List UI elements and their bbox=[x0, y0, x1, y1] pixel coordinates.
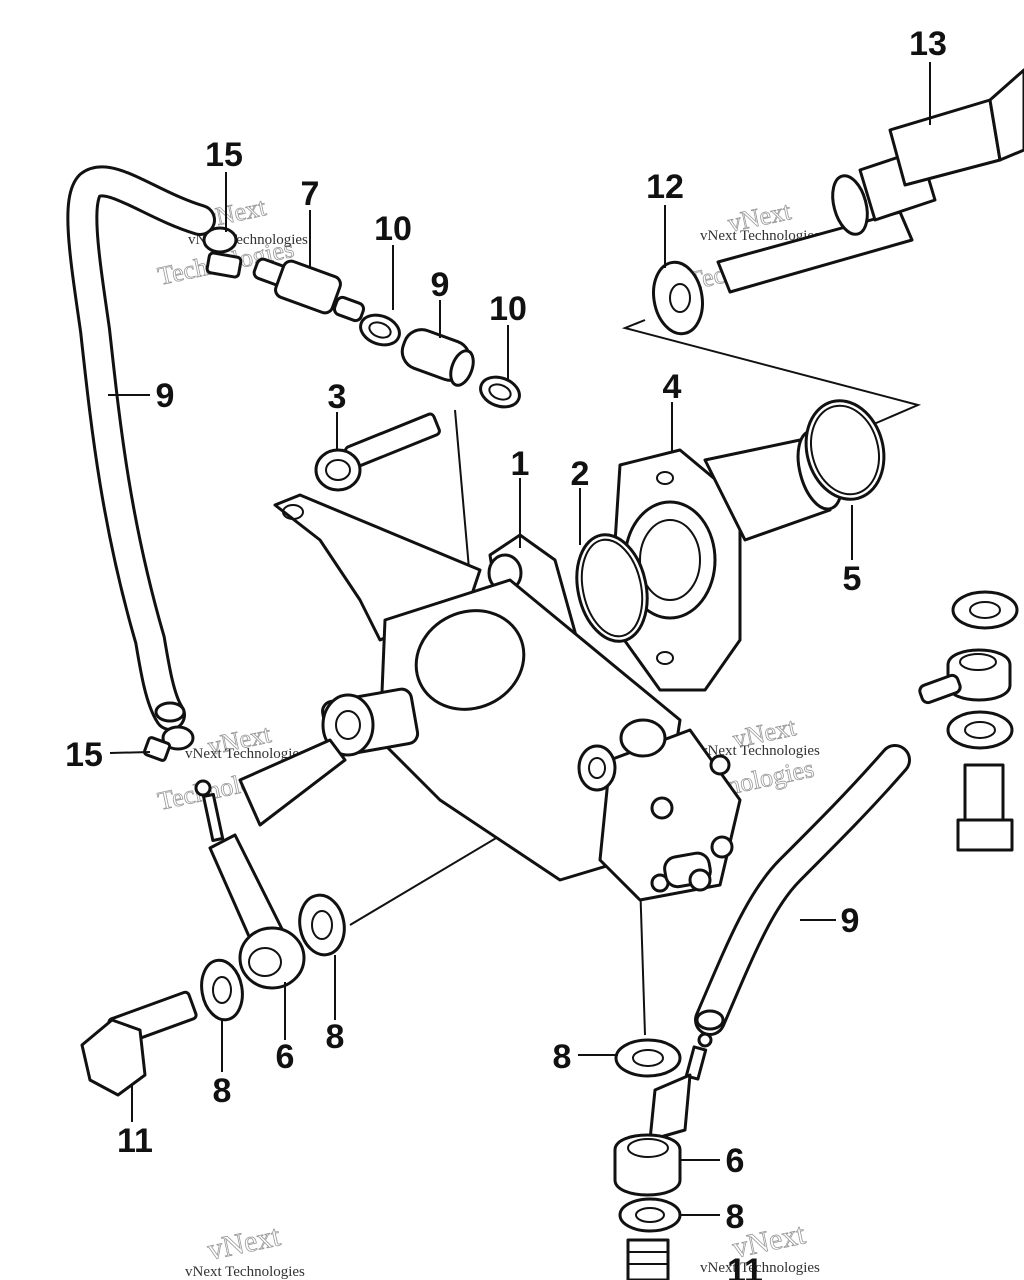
callout-11-left: 11 bbox=[117, 1122, 153, 1160]
fitting-part-7 bbox=[252, 257, 366, 323]
clamp-part-15-bottom bbox=[142, 725, 195, 762]
oring-part-5 bbox=[804, 399, 886, 501]
callout-10-right: 10 bbox=[489, 290, 527, 328]
washer-part-12 bbox=[652, 260, 704, 336]
callout-9-right: 9 bbox=[841, 902, 860, 940]
callout-1: 1 bbox=[511, 445, 530, 483]
callout-13: 13 bbox=[909, 25, 947, 63]
callout-9-short: 9 bbox=[431, 266, 450, 304]
callout-15-bottom: 15 bbox=[65, 736, 103, 774]
callout-5: 5 bbox=[843, 560, 862, 598]
oring-part-2 bbox=[575, 533, 649, 643]
callout-4: 4 bbox=[663, 368, 682, 406]
pump-body-part-1 bbox=[238, 493, 742, 902]
watermark-bottom-left: vNext vNext Technologies bbox=[185, 1219, 305, 1280]
bolt-right bbox=[956, 763, 1014, 852]
bolt-part-11-left bbox=[80, 990, 198, 1097]
callout-10-left: 10 bbox=[374, 210, 412, 248]
callout-6-bottom: 6 bbox=[726, 1142, 745, 1180]
callout-7: 7 bbox=[301, 175, 320, 213]
washer-right-top bbox=[951, 590, 1019, 630]
washer-part-8-c bbox=[614, 1038, 682, 1078]
bolt-part-3 bbox=[314, 412, 441, 492]
washer-part-8-a bbox=[298, 893, 346, 957]
watermark-small: vNext Technologies bbox=[185, 1264, 305, 1280]
washer-right-mid bbox=[946, 710, 1014, 750]
watermark-small: vNext Technologies bbox=[185, 746, 305, 762]
callout-3: 3 bbox=[328, 378, 347, 416]
banjo-part-6-bottom bbox=[613, 1032, 713, 1197]
callout-8-d: 8 bbox=[726, 1198, 745, 1236]
watermark-small: vNext Technologies bbox=[700, 743, 820, 759]
callout-9-left: 9 bbox=[156, 377, 175, 415]
shaft-part-13 bbox=[716, 68, 1024, 294]
callout-12: 12 bbox=[646, 168, 684, 206]
banjo-part-6-left bbox=[194, 779, 306, 990]
washer-part-8-b bbox=[200, 958, 244, 1022]
hose-part-9-left bbox=[66, 165, 216, 731]
callout-labels: 1 2 3 4 5 6 6 7 8 8 8 8 9 9 9 10 10 11 1… bbox=[65, 25, 947, 1280]
clamp-part-10-right bbox=[479, 375, 521, 409]
callout-15-top: 15 bbox=[205, 136, 243, 174]
callout-11-bottom: 11 bbox=[727, 1252, 763, 1280]
washer-part-8-d bbox=[618, 1197, 682, 1233]
banjo-right bbox=[918, 648, 1012, 705]
clamp-part-10-left bbox=[359, 313, 401, 347]
watermark-line1: vNext bbox=[205, 1219, 284, 1267]
hose-part-9-short bbox=[400, 328, 475, 387]
hose-part-9-right bbox=[694, 744, 911, 1036]
callout-8-a: 8 bbox=[326, 1018, 345, 1056]
callout-8-b: 8 bbox=[213, 1072, 232, 1110]
bolt-part-11-bottom bbox=[626, 1238, 670, 1280]
callout-8-c: 8 bbox=[553, 1038, 572, 1076]
callout-2: 2 bbox=[571, 455, 590, 493]
watermark-small: vNext Technologies bbox=[700, 228, 820, 244]
watermark-small: vNext Technologies bbox=[700, 1260, 820, 1276]
callout-6-left: 6 bbox=[276, 1038, 295, 1076]
leader-lines bbox=[108, 62, 931, 1216]
clamp-part-15-top bbox=[202, 226, 243, 279]
